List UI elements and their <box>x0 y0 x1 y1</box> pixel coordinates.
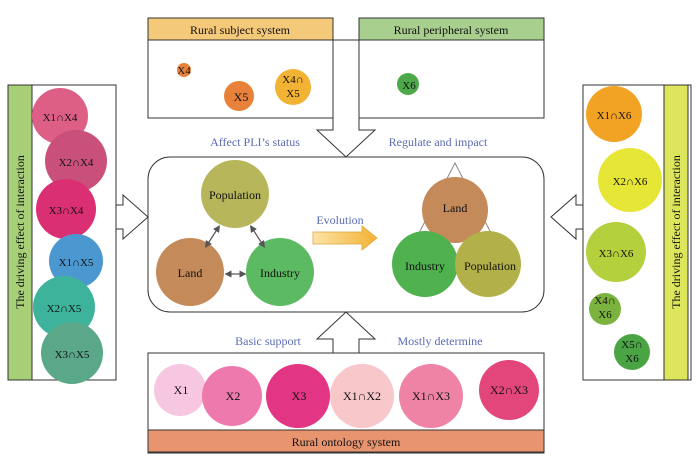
rural-ontology-system-footer <box>147 429 545 453</box>
left-panel-vertical-label: The driving effect of interaction <box>13 155 27 309</box>
x5-label: X5 <box>234 90 249 104</box>
x2-x4-circle <box>45 130 107 192</box>
x4-x5-circle <box>275 69 311 105</box>
x3-circle <box>266 364 330 428</box>
land-circle <box>156 238 224 306</box>
x2-x3-circle <box>479 360 539 420</box>
bottom-up-arrow <box>315 311 377 354</box>
x3-x5-label: X3∩X5 <box>55 349 90 361</box>
x2-x6-label: X2∩X6 <box>613 176 648 188</box>
x1-x4-label: X1∩X4 <box>43 112 78 124</box>
x2-x3-label: X2∩X3 <box>490 383 528 397</box>
x4-label: X4 <box>177 65 191 77</box>
x4-x5-label-2: X5 <box>286 88 300 100</box>
rural-peripheral-system-box: Rural peripheral system X6 <box>358 17 545 119</box>
merged-land-circle <box>422 177 488 243</box>
x2-circle <box>202 366 262 426</box>
mostly-determine-label: Mostly determine <box>398 334 483 348</box>
x2-label: X2 <box>226 389 241 403</box>
x4-x5-label-1: X4∩ <box>282 74 303 86</box>
rural-subject-system-box: Rural subject system X4 X5 X4∩ X5 <box>147 17 334 119</box>
x5-x6-label-1: X5∩ <box>621 339 642 351</box>
x5-circle <box>224 81 254 111</box>
x2-x4-label: X2∩X4 <box>59 157 94 169</box>
industry-circle <box>246 238 314 306</box>
land-label: Land <box>178 266 203 280</box>
left-panel-label-bar <box>7 84 33 381</box>
right-interaction-panel: The driving effect of interaction X1∩X6 … <box>582 84 692 381</box>
population-circle <box>201 160 269 228</box>
x6-circle <box>397 73 419 95</box>
x1-label: X1 <box>174 383 189 397</box>
affect-pli-status-label: Affect PLI’s status <box>210 135 300 149</box>
right-panel-label-bar <box>663 84 689 381</box>
population-label: Population <box>209 188 261 202</box>
x2-x5-label: X2∩X5 <box>47 303 82 315</box>
x6-label: X6 <box>402 80 416 92</box>
x1-x3-label: X1∩X3 <box>412 389 450 403</box>
x1-x2-label: X1∩X2 <box>343 389 381 403</box>
x5-x6-label-2: X6 <box>625 353 639 365</box>
merged-land-label: Land <box>443 201 468 215</box>
rural-peripheral-system-header <box>358 17 545 41</box>
x4-x6-label-1: X4∩ <box>594 295 615 307</box>
x1-x5-circle <box>49 234 103 288</box>
merged-population-label: Population <box>464 259 516 273</box>
left-right-arrow <box>115 193 149 241</box>
rural-subject-system-header <box>147 17 334 41</box>
industry-label: Industry <box>260 266 300 280</box>
evolution-arrow <box>312 225 378 251</box>
left-interaction-panel: The driving effect of interaction X1∩X4 … <box>7 84 117 384</box>
x1-x4-circle <box>32 88 88 144</box>
x1-x6-circle <box>586 86 642 142</box>
x3-x6-circle <box>586 222 646 282</box>
x1-x6-label: X1∩X6 <box>597 110 632 122</box>
x1-x5-label: X1∩X5 <box>59 257 94 269</box>
rural-ontology-system-box: Rural ontology system X1 X2 X3 X1∩X2 X1∩… <box>147 352 545 454</box>
x4-circle <box>177 63 191 77</box>
x1-circle <box>154 364 206 416</box>
rural-peripheral-system-title: Rural peripheral system <box>394 23 509 37</box>
right-left-arrow <box>550 193 584 241</box>
rural-ontology-system-title: Rural ontology system <box>292 435 401 449</box>
x3-x5-circle <box>41 322 103 384</box>
x4-x6-label-2: X6 <box>598 309 612 321</box>
evolution-label: Evolution <box>316 213 363 227</box>
x2-x5-circle <box>33 276 95 338</box>
x3-label: X3 <box>292 389 307 403</box>
x3-x4-circle <box>36 179 96 239</box>
merged-industry-label: Industry <box>405 259 445 273</box>
x1-x2-circle <box>330 364 394 428</box>
regulate-and-impact-label: Regulate and impact <box>389 135 488 149</box>
right-panel-vertical-label: The driving effect of interaction <box>669 155 683 309</box>
population-land-link <box>205 224 220 249</box>
x4-x6-circle <box>589 293 621 325</box>
basic-support-label: Basic support <box>235 334 301 348</box>
x3-x4-label: X3∩X4 <box>49 205 84 217</box>
population-industry-link <box>250 224 265 249</box>
merged-population-circle <box>455 231 521 297</box>
merged-industry-circle <box>392 231 458 297</box>
x2-x6-circle <box>598 148 662 212</box>
x5-x6-circle <box>614 334 650 370</box>
top-down-arrow <box>315 39 377 158</box>
x1-x3-circle <box>399 364 463 428</box>
rural-subject-system-title: Rural subject system <box>190 23 291 37</box>
x3-x6-label: X3∩X6 <box>599 248 634 260</box>
